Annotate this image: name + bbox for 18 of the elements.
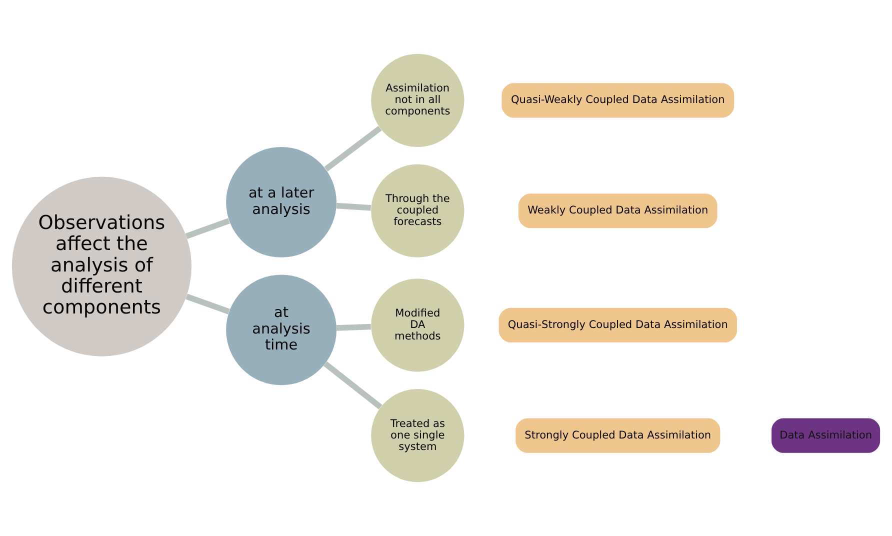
node-circle: Modified DA methods — [371, 278, 464, 372]
node-circle: Treated as one single system — [371, 389, 464, 482]
node-box: Quasi-Weakly Coupled Data Assimilation — [502, 83, 734, 118]
node-circle: Assimilation not in all components — [371, 54, 464, 147]
node-circle: at a later analysis — [226, 147, 337, 258]
node-circle: at analysis time — [226, 274, 337, 386]
label: Data Assimilation — [780, 429, 872, 442]
node-box: Weakly Coupled Data Assimilation — [518, 194, 718, 228]
connector — [323, 361, 382, 410]
node-circle: Observations affect the analysis of different components — [12, 176, 192, 356]
connector — [186, 294, 230, 314]
connector — [324, 126, 382, 172]
node-box: Strongly Coupled Data Assimilation — [516, 418, 720, 453]
node-box: Quasi-Strongly Coupled Data Assimilation — [498, 308, 737, 342]
connector — [185, 218, 230, 239]
connector — [336, 324, 371, 331]
connector — [336, 202, 372, 211]
node-circle: Through the coupled forecasts — [371, 164, 464, 258]
